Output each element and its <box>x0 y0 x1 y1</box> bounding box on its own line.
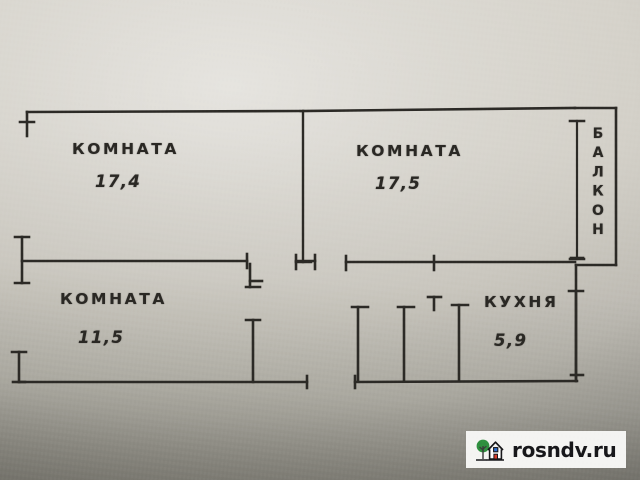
wall-room-bottom-left-right <box>248 262 255 384</box>
room-label-bottom-left-name: КОМНАТА <box>60 290 168 308</box>
wall-outer-bottom <box>17 379 579 384</box>
wall-outer-top <box>25 106 618 114</box>
dimension-ticks <box>10 119 586 390</box>
room-label-bottom-left-area: 11,5 <box>78 328 125 347</box>
room-label-top-right-name: КОМНАТА <box>356 142 464 160</box>
watermark: rosndv.ru <box>466 431 626 468</box>
watermark-text: rosndv.ru <box>512 437 617 462</box>
house-and-tree-logo-icon <box>476 439 504 461</box>
room-label-top-left-area: 17,4 <box>95 172 142 191</box>
kitchen-label-name: КУХНЯ <box>484 293 559 311</box>
wall-outer-left <box>17 110 29 384</box>
balcony-label: БАЛКОН <box>590 126 606 242</box>
walls-bathroom-block <box>356 303 461 383</box>
kitchen-label-area: 5,9 <box>494 331 528 350</box>
room-label-top-right-area: 17,5 <box>375 174 422 193</box>
room-label-top-left-name: КОМНАТА <box>72 140 180 158</box>
